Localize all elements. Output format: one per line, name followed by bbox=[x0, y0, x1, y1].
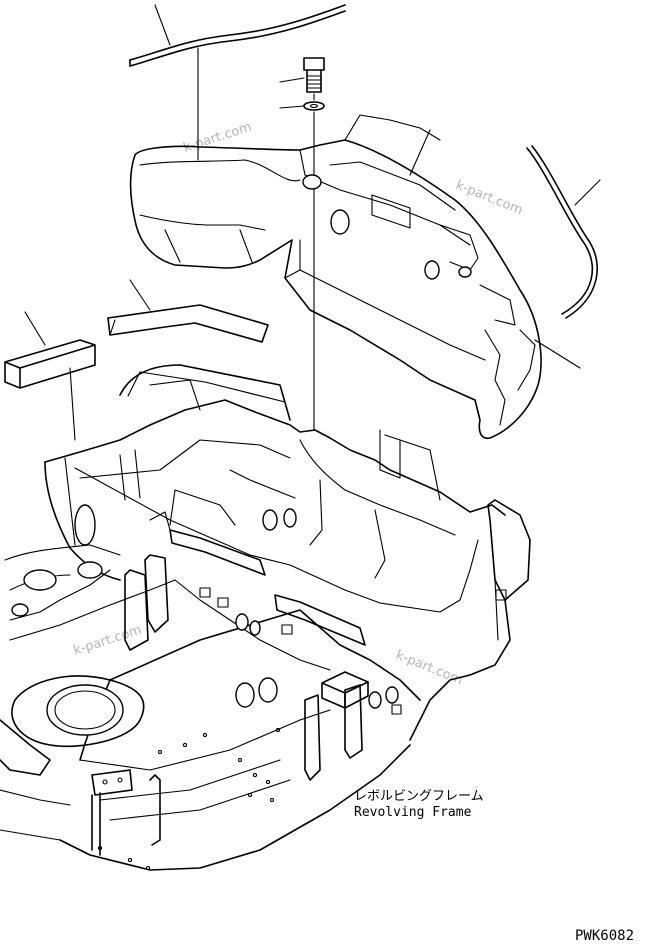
drawing-code: PWK6082 bbox=[575, 928, 634, 944]
rear-cover bbox=[129, 114, 542, 440]
watermark-1: k-part.com bbox=[182, 120, 254, 156]
watermark-4: k-part.com bbox=[394, 648, 465, 688]
watermark-3: k-part.com bbox=[72, 623, 144, 659]
washer bbox=[279, 101, 325, 111]
rubber-block bbox=[4, 311, 96, 441]
label-japanese: レボルビングフレーム bbox=[354, 789, 484, 804]
watermarks: k-part.com k-part.com k-part.com k-part.… bbox=[72, 120, 525, 689]
label-english: Revolving Frame bbox=[354, 805, 472, 820]
bolt bbox=[279, 57, 325, 101]
watermark-2: k-part.com bbox=[454, 178, 525, 218]
frame-label: レボルビングフレーム Revolving Frame bbox=[354, 789, 484, 820]
seal-strip-top bbox=[129, 4, 346, 161]
seal-strip-right bbox=[526, 145, 601, 369]
revolving-frame bbox=[0, 364, 531, 871]
bracket-plate bbox=[107, 279, 269, 343]
